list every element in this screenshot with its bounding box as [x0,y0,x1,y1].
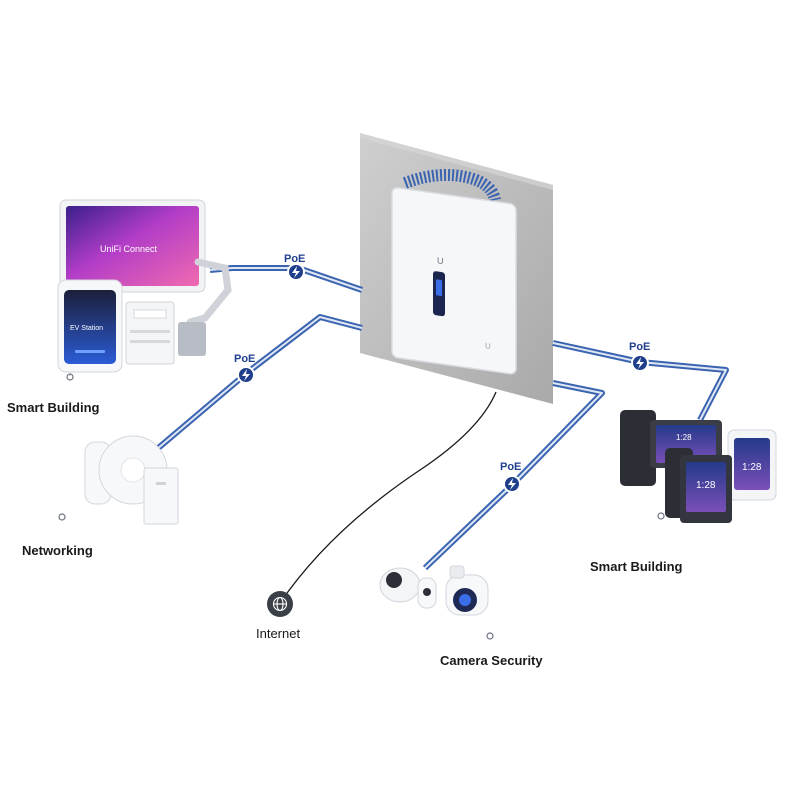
marker-smart-building-left [66,373,74,381]
lightning-bolt-icon [508,478,516,490]
svg-text:PoE: PoE [234,353,255,365]
marker-smart-building-right [657,512,665,520]
svg-text:1:28: 1:28 [696,480,716,491]
cable-internet [279,391,497,604]
lightning-bolt-icon [636,357,644,369]
camera-devices [379,565,489,616]
svg-text:UniFi Connect: UniFi Connect [100,244,158,254]
wall-access-point [143,467,179,525]
networking-devices [84,435,179,525]
poe-badge-display: PoE [284,253,305,281]
label-internet: Internet [256,626,301,641]
desk-phone-front: 1:28 [665,448,732,523]
svg-text:PoE: PoE [629,341,650,353]
svg-text:1:28: 1:28 [676,433,692,442]
lightning-bolt-icon [242,369,250,381]
label-smart-building-left: Smart Building [7,400,100,415]
lightning-bolt-icon [292,266,300,278]
ev-station-device: EV Station [57,279,123,373]
poe-badge-cameras: PoE [500,461,521,493]
cable-display [209,265,363,293]
poe-badge-phones: PoE [629,341,650,372]
marker-camera-security [486,632,494,640]
svg-text:U: U [437,255,443,266]
touch-display-white: 1:28 [727,429,777,501]
svg-text:1:28: 1:28 [742,462,762,473]
svg-text:EV Station: EV Station [70,325,103,332]
globe-icon [272,596,288,612]
smart-building-hub-box [125,301,175,365]
label-camera-security: Camera Security [440,653,543,668]
internet-node [267,591,293,617]
unifi-connect-display: UniFi Connect [59,199,232,356]
hub-body [391,187,517,375]
label-networking: Networking [22,543,93,558]
poe-badge-networking: PoE [234,353,255,384]
label-smart-building-right: Smart Building [590,559,683,574]
marker-networking [58,513,66,521]
svg-text:PoE: PoE [284,253,305,265]
svg-text:PoE: PoE [500,461,521,473]
svg-text:U: U [485,341,491,351]
central-hub-device: U U [391,169,517,375]
